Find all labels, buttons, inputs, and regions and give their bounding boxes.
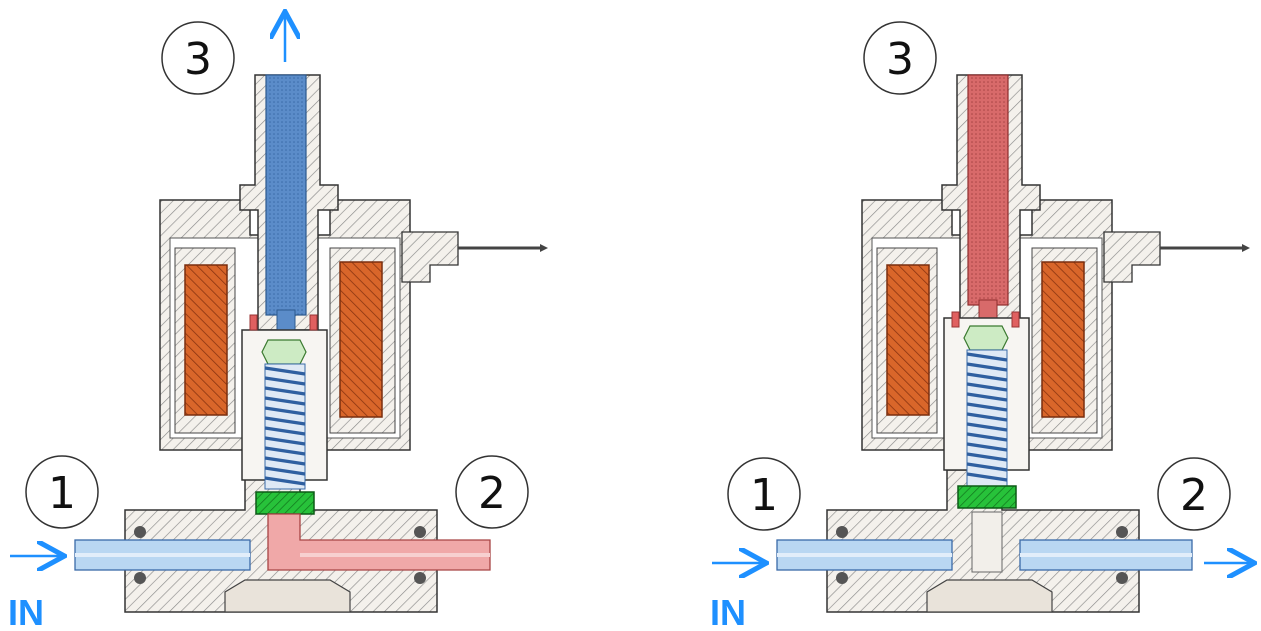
plunger-stop [963,325,1009,351]
valve-base-relief [224,579,351,613]
coil-winding-right [339,261,383,418]
plunger-spring [966,349,1008,487]
plunger-spring [264,363,306,490]
svg-text:2: 2 [1180,470,1208,521]
port-label-1: 1 [25,455,99,529]
coil-winding-left [184,264,228,416]
port-label-1: 1 [727,457,801,531]
valve-view-deenergized: 3 1 2 IN [8,14,548,631]
port-label-2: 2 [455,455,529,529]
valve-view-energized: 3 1 2 IN [710,21,1252,631]
svg-text:1: 1 [48,468,76,519]
valve-base-relief [926,579,1053,613]
coil-winding-left [886,264,930,416]
port-label-2: 2 [1157,457,1231,531]
svg-text:2: 2 [478,468,506,519]
electrical-connector [1103,231,1161,283]
port-label-3: 3 [863,21,937,95]
plunger-stop [261,339,307,365]
coil-winding-right [1041,261,1085,418]
svg-text:1: 1 [750,470,778,521]
electrical-connector [401,231,459,283]
svg-text:3: 3 [184,34,212,85]
svg-text:3: 3 [886,34,914,85]
inlet-label: IN [8,592,44,631]
port-label-3: 3 [161,21,235,95]
plunger-seal [255,491,315,515]
stem-flow-passage [967,74,1009,306]
stem-flow-passage [265,74,307,316]
plunger-seal [957,485,1017,509]
inlet-label: IN [710,592,746,631]
